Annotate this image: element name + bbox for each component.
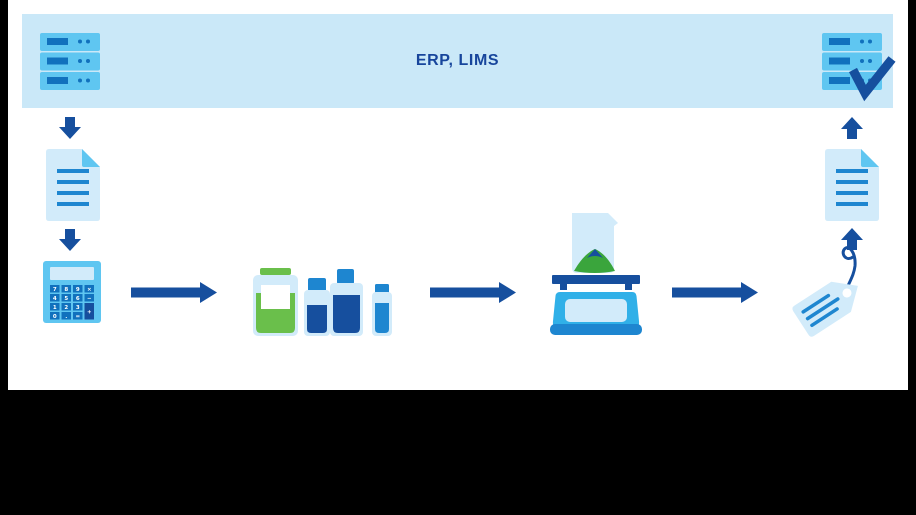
svg-text:.: . — [65, 314, 67, 320]
diagram-canvas: ERP, LIMS — [8, 0, 908, 390]
flow-arrow-icon — [672, 282, 758, 303]
svg-text:=: = — [75, 314, 80, 320]
page-fold — [861, 149, 879, 167]
erp-lims-banner: ERP, LIMS — [22, 14, 893, 108]
text-lines — [836, 169, 868, 206]
checkmark-icon — [849, 56, 896, 102]
weighing-plate — [552, 275, 640, 290]
down-arrow-icon — [59, 117, 81, 139]
document-icon — [825, 149, 879, 221]
server-unit — [40, 33, 100, 90]
svg-text:6: 6 — [76, 296, 80, 302]
svg-text:2: 2 — [64, 305, 68, 311]
document-icon — [46, 149, 100, 221]
banner-title: ERP, LIMS — [415, 52, 500, 69]
tag-string — [841, 246, 857, 290]
svg-text:−: − — [87, 296, 92, 302]
tag-hole — [842, 288, 852, 298]
server-unit — [822, 33, 882, 90]
server-stack-icon — [40, 33, 100, 90]
lab-balance-icon — [548, 213, 644, 335]
jar-green — [253, 268, 298, 336]
svg-text:4: 4 — [53, 296, 57, 302]
svg-text:0: 0 — [53, 314, 57, 320]
reagent-bottles-icon — [253, 261, 393, 336]
calculator-display — [50, 267, 94, 280]
up-arrow-icon — [841, 117, 863, 139]
svg-text:5: 5 — [64, 296, 68, 302]
powder-mound — [574, 249, 615, 273]
svg-text:×: × — [87, 287, 92, 293]
svg-text:7: 7 — [53, 287, 57, 293]
balance-base — [550, 324, 642, 335]
svg-text:8: 8 — [64, 287, 68, 293]
page-fold — [82, 149, 100, 167]
label-tag-icon — [790, 241, 882, 338]
calculator-icon: 7 8 9 × 4 5 6 − 1 2 3 0 . = + — [43, 261, 101, 323]
svg-text:9: 9 — [76, 287, 80, 293]
balance-panel — [565, 299, 627, 322]
tag-lines — [801, 293, 840, 328]
down-arrow-icon — [59, 229, 81, 251]
svg-text:3: 3 — [76, 305, 80, 311]
bottle-medium — [304, 278, 330, 336]
flow-arrow-icon — [131, 282, 217, 303]
bottle-small — [372, 284, 392, 336]
jar-label — [261, 285, 290, 309]
flow-arrow-icon — [430, 282, 516, 303]
up-arrow-icon — [841, 228, 863, 250]
bottle-large — [330, 269, 363, 336]
svg-text:+: + — [87, 310, 92, 316]
text-lines — [57, 169, 89, 206]
calculator-keys: 7 8 9 × 4 5 6 − 1 2 3 0 . = + — [50, 285, 94, 320]
server-stack-check-icon — [822, 33, 906, 103]
svg-text:1: 1 — [53, 305, 57, 311]
beaker — [572, 213, 618, 273]
